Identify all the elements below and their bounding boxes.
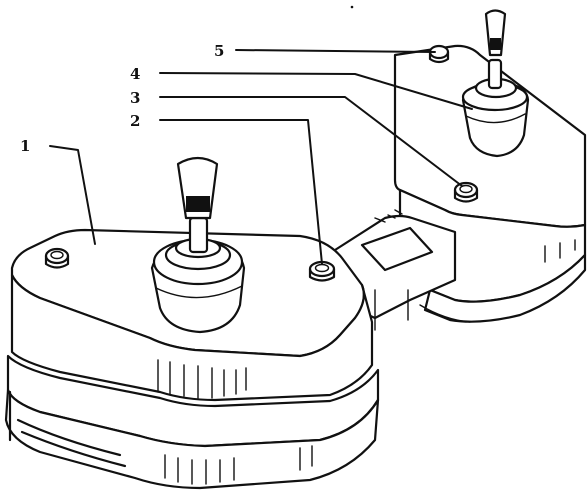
rear-top-button: [428, 44, 450, 64]
callout-1: 1: [20, 137, 30, 155]
front-control-box: [4, 156, 380, 490]
front-right-button: [308, 260, 336, 282]
front-left-button: [44, 247, 70, 269]
front-joystick: [150, 156, 246, 334]
leader-2: [159, 119, 323, 265]
callout-5: 5: [214, 42, 224, 60]
bridge-slot: [360, 226, 434, 272]
front-box-front-wall: [10, 273, 374, 402]
rear-lower-button: [453, 181, 479, 203]
callout-2: 2: [130, 112, 140, 130]
callout-labels: 1 2 3 4 5: [20, 42, 224, 155]
leader-1: [49, 145, 96, 245]
stray-mark: [350, 5, 354, 9]
rear-box-base: [423, 253, 587, 323]
rear-joystick: [461, 9, 530, 158]
front-box-skirt: [4, 388, 380, 490]
callout-3: 3: [130, 89, 140, 107]
leader-5: [235, 49, 436, 53]
leader-4: [159, 72, 473, 110]
leader-3: [159, 96, 463, 187]
front-box-shading: [157, 359, 313, 485]
leader-lines: [49, 49, 473, 265]
callout-4: 4: [130, 65, 140, 83]
